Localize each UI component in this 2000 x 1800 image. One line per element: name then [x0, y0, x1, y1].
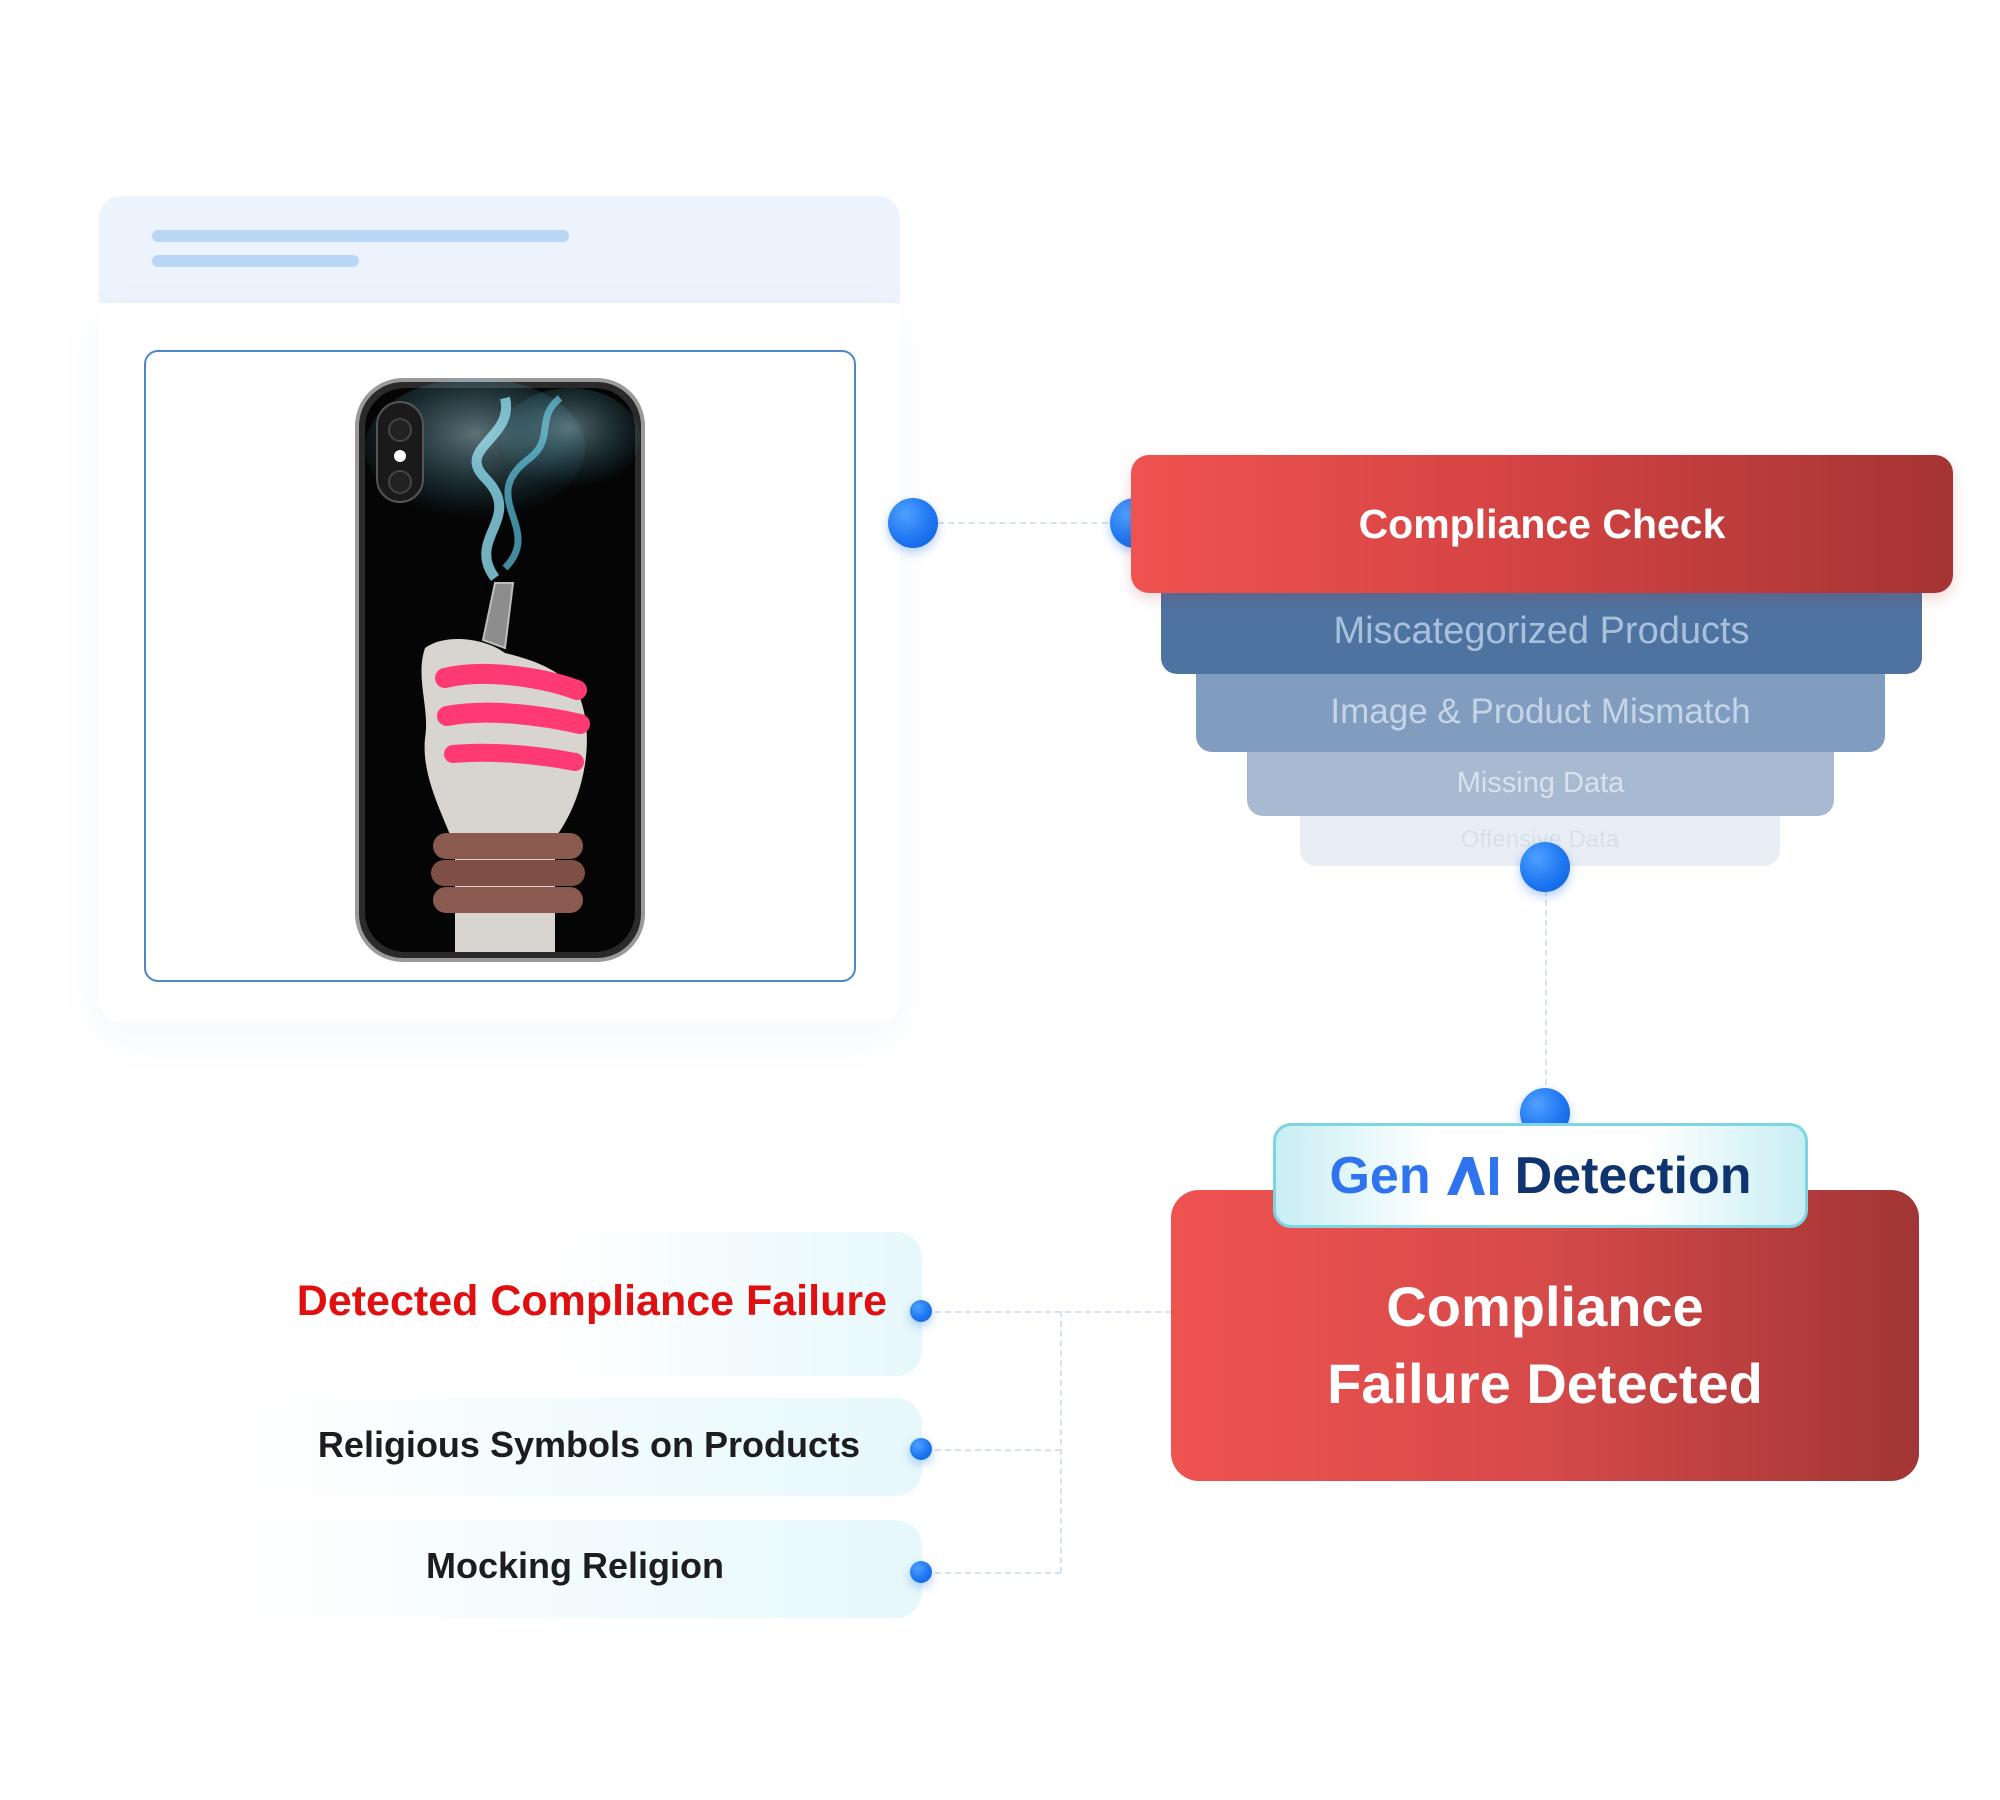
- label-highlight: [240, 1520, 922, 1618]
- ai-logo-icon: [1445, 1155, 1501, 1197]
- connector-line: [1545, 890, 1547, 1105]
- funnel-layer-miscategorized: Miscategorized Products: [1161, 580, 1922, 674]
- finding-dot: [910, 1438, 932, 1460]
- result-line-1: Compliance: [1386, 1274, 1704, 1338]
- finding-dot: [910, 1300, 932, 1322]
- placeholder-line: [152, 230, 569, 242]
- product-image-phone-case: [355, 378, 645, 962]
- finding-dot: [910, 1561, 932, 1583]
- connector-line: [935, 1449, 1061, 1451]
- result-line-2: Failure Detected: [1327, 1351, 1763, 1415]
- gen-ai-detection-badge: Gen Detection: [1273, 1123, 1808, 1228]
- compliance-check-header: Compliance Check: [1131, 455, 1953, 593]
- connector-dot: [1520, 842, 1570, 892]
- gen-label: Gen: [1329, 1146, 1431, 1205]
- placeholder-line: [152, 255, 359, 267]
- connector-dot: [888, 498, 938, 548]
- finding-item: Religious Symbols on Products: [317, 1424, 860, 1465]
- connector-line: [1060, 1311, 1062, 1573]
- funnel-layer-missing-data: Missing Data: [1247, 750, 1834, 816]
- detected-failure-heading: Detected Compliance Failure: [296, 1277, 887, 1325]
- product-card-header: [99, 196, 900, 303]
- connector-line: [938, 522, 1118, 524]
- connector-line: [935, 1311, 1171, 1313]
- connector-line: [935, 1572, 1061, 1574]
- funnel-layer-image-mismatch: Image & Product Mismatch: [1196, 672, 1885, 752]
- label-highlight: [240, 1398, 922, 1496]
- compliance-failure-result: Compliance Failure Detected: [1171, 1190, 1919, 1481]
- label-highlight: [560, 1232, 922, 1376]
- detection-label: Detection: [1514, 1146, 1752, 1205]
- finding-item: Mocking Religion: [425, 1545, 724, 1586]
